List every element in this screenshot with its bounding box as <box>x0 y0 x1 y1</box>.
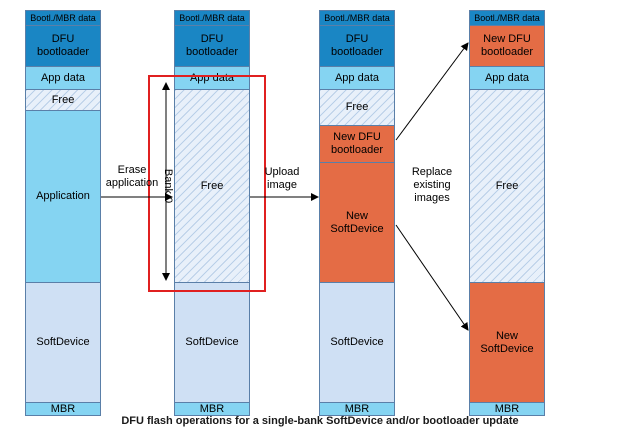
bank-0-label: Bank 0 <box>162 168 174 204</box>
mbr-block: MBR <box>25 402 101 416</box>
dfu-bootloader-block: DFU bootloader <box>174 25 250 67</box>
replace-bootloader-arrow <box>395 42 469 141</box>
free-block: Free <box>319 89 395 126</box>
mbr-block: MBR <box>319 402 395 416</box>
dfu-bootloader-block: DFU bootloader <box>25 25 101 67</box>
replace-softdevice-arrow <box>395 224 469 331</box>
softdevice-block: SoftDevice <box>319 282 395 403</box>
free-block: Free <box>25 89 101 111</box>
softdevice-block: SoftDevice <box>25 282 101 403</box>
mbr-block: MBR <box>174 402 250 416</box>
app-data-block: App data <box>319 66 395 90</box>
new-dfu-bootloader-block: New DFU bootloader <box>319 125 395 163</box>
free-block: Free <box>174 89 250 283</box>
bootloader-mbr-data-block: Bootl./MBR data <box>174 10 250 26</box>
application-block: Application <box>25 110 101 283</box>
figure-caption: DFU flash operations for a single-bank S… <box>121 415 519 427</box>
softdevice-block: SoftDevice <box>174 282 250 403</box>
erase-application-label: Erase application <box>105 164 159 189</box>
free-block: Free <box>469 89 545 283</box>
upload-image-label: Upload image <box>264 166 300 191</box>
dfu-bootloader-block: DFU bootloader <box>319 25 395 67</box>
mbr-block: MBR <box>469 402 545 416</box>
replace-existing-images-label: Replace existing images <box>411 166 453 204</box>
new-dfu-bootloader-block: New DFU bootloader <box>469 25 545 67</box>
app-data-block: App data <box>174 66 250 90</box>
bank-0-highlight-box <box>148 75 266 292</box>
new-softdevice-block: New SoftDevice <box>469 282 545 403</box>
app-data-block: App data <box>25 66 101 90</box>
new-softdevice-block: New SoftDevice <box>319 162 395 283</box>
